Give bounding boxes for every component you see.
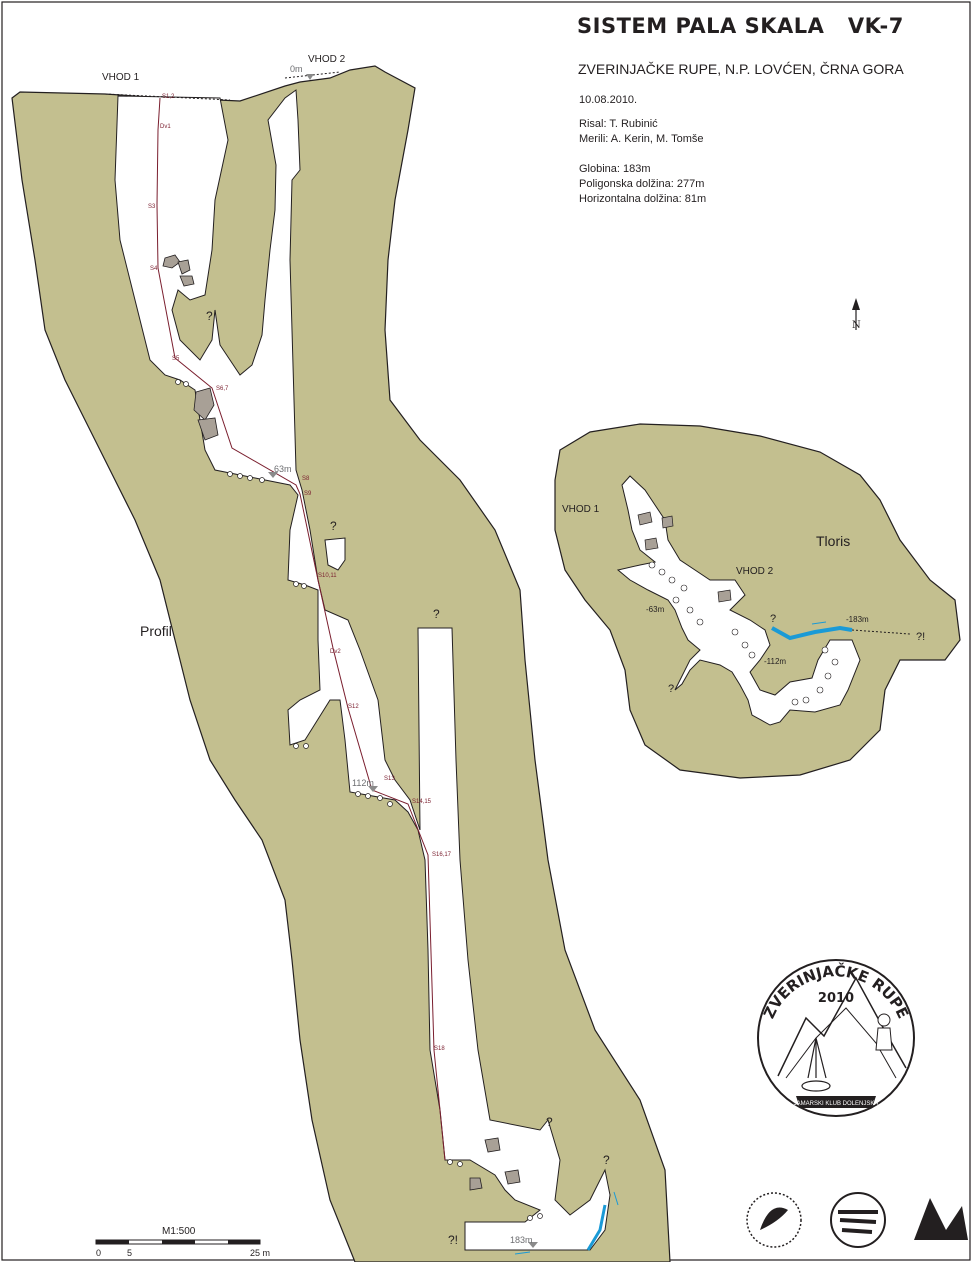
map-title: SISTEM PALA SKALA VK-7 bbox=[577, 14, 904, 38]
profile-unknown-3: ? bbox=[433, 607, 440, 621]
plan-unknown-1: ? bbox=[770, 613, 776, 625]
plan-water-flow-arrow bbox=[811, 621, 827, 625]
station-s16-17: S16,17 bbox=[432, 852, 452, 858]
station-s5: S5 bbox=[172, 356, 180, 362]
plan-boulders bbox=[637, 511, 732, 603]
emblem-banner-text: JAMARSKI KLUB DOLENJSKA bbox=[794, 1101, 879, 1107]
plan-unknown-2: ? bbox=[668, 683, 674, 695]
north-label: N bbox=[852, 320, 861, 331]
plan-entrance1-label: VHOD 1 bbox=[562, 504, 600, 515]
plan-passage bbox=[616, 475, 861, 726]
profile-passage bbox=[114, 89, 611, 1251]
depth-112m: 112m bbox=[352, 778, 374, 788]
plan-depth-183m: -183m bbox=[846, 615, 869, 624]
tripod-icon bbox=[801, 1037, 831, 1092]
plan-label: Tloris bbox=[816, 533, 850, 549]
plan-dotted-continuation bbox=[851, 629, 911, 635]
profile-water bbox=[586, 1204, 607, 1251]
club-logo-1-icon bbox=[746, 1192, 802, 1248]
depth-183m: 183m bbox=[510, 1235, 533, 1245]
station-s13: S13 bbox=[384, 776, 395, 782]
scale-tick-25: 25 m bbox=[250, 1248, 270, 1258]
station-s3: S3 bbox=[148, 204, 156, 210]
north-arrow-icon: N bbox=[852, 298, 861, 331]
profile-unknown-1: ? bbox=[206, 309, 213, 323]
scale-bar: M1:500 0 5 25 m bbox=[95, 1226, 270, 1258]
polygon-length-stat: Poligonska dolžina: 277m bbox=[579, 178, 705, 190]
station-dv1: Dv1 bbox=[160, 124, 171, 130]
drawn-by: Risal: T. Rubinić bbox=[579, 118, 658, 130]
scale-ratio: M1:500 bbox=[162, 1226, 196, 1237]
station-dv2: Dv2 bbox=[330, 649, 341, 655]
horizontal-length-stat: Horizontalna dolžina: 81m bbox=[579, 193, 707, 205]
club-logo-3-icon bbox=[912, 1196, 968, 1246]
profile-unknown-5: ? bbox=[603, 1153, 610, 1167]
profile-entrance1-label: VHOD 1 bbox=[102, 72, 140, 83]
profile-unknown-4: ? bbox=[546, 1115, 553, 1129]
plan-rubble bbox=[648, 561, 839, 706]
plan-water bbox=[771, 625, 853, 641]
station-s14-15: S14,15 bbox=[412, 799, 432, 805]
scale-tick-0: 0 bbox=[96, 1248, 101, 1258]
entrance-dotted-lines bbox=[104, 71, 341, 101]
station-s6-7: S6,7 bbox=[216, 386, 229, 392]
plan-unknown-3: ?! bbox=[916, 631, 925, 643]
station-s4: S4 bbox=[150, 266, 158, 272]
caver-figure-icon bbox=[875, 1013, 893, 1051]
plan-entrance2-label: VHOD 2 bbox=[736, 566, 774, 577]
depth-markers bbox=[268, 74, 538, 1248]
expedition-emblem: JAMARSKI KLUB DOLENJSKA ZVERINJAČKE RUPE… bbox=[757, 959, 915, 1117]
profile-rubble bbox=[175, 379, 543, 1221]
profile-label: Profil bbox=[140, 623, 172, 639]
station-s18: S18 bbox=[434, 1046, 445, 1052]
profile-side-pocket bbox=[324, 537, 346, 571]
profile-water-flow bbox=[514, 1191, 619, 1255]
profile-unknown-6: ?! bbox=[448, 1233, 458, 1247]
profile-unknown-2: ? bbox=[330, 519, 337, 533]
profile-entrance2-label: VHOD 2 bbox=[308, 54, 346, 65]
surveyed-by: Merili: A. Kerin, M. Tomše bbox=[579, 133, 704, 145]
survey-date: 10.08.2010. bbox=[579, 94, 638, 106]
map-subtitle: ZVERINJAČKE RUPE, N.P. LOVĆEN, ČRNA GORA bbox=[578, 61, 904, 77]
depth-stat: Globina: 183m bbox=[579, 163, 651, 175]
station-s9: S9 bbox=[304, 491, 312, 497]
station-s12: S12 bbox=[348, 704, 359, 710]
depth-63m: 63m bbox=[274, 464, 292, 474]
profile-boulders bbox=[162, 254, 521, 1191]
station-s8: S8 bbox=[302, 476, 310, 482]
plan-depth-63m: -63m bbox=[646, 605, 665, 614]
plan-depth-112m: -112m bbox=[764, 657, 786, 666]
emblem-year: 2010 bbox=[818, 991, 854, 1006]
depth-0m: 0m bbox=[290, 64, 303, 74]
profile-survey-line bbox=[156, 97, 446, 1161]
club-logo-2-icon bbox=[830, 1192, 886, 1248]
scale-tick-5: 5 bbox=[127, 1248, 132, 1258]
plan-rock-mass bbox=[554, 423, 961, 779]
station-s1-2: S1,2 bbox=[162, 94, 175, 100]
station-s10-11: S10,11 bbox=[318, 573, 337, 579]
